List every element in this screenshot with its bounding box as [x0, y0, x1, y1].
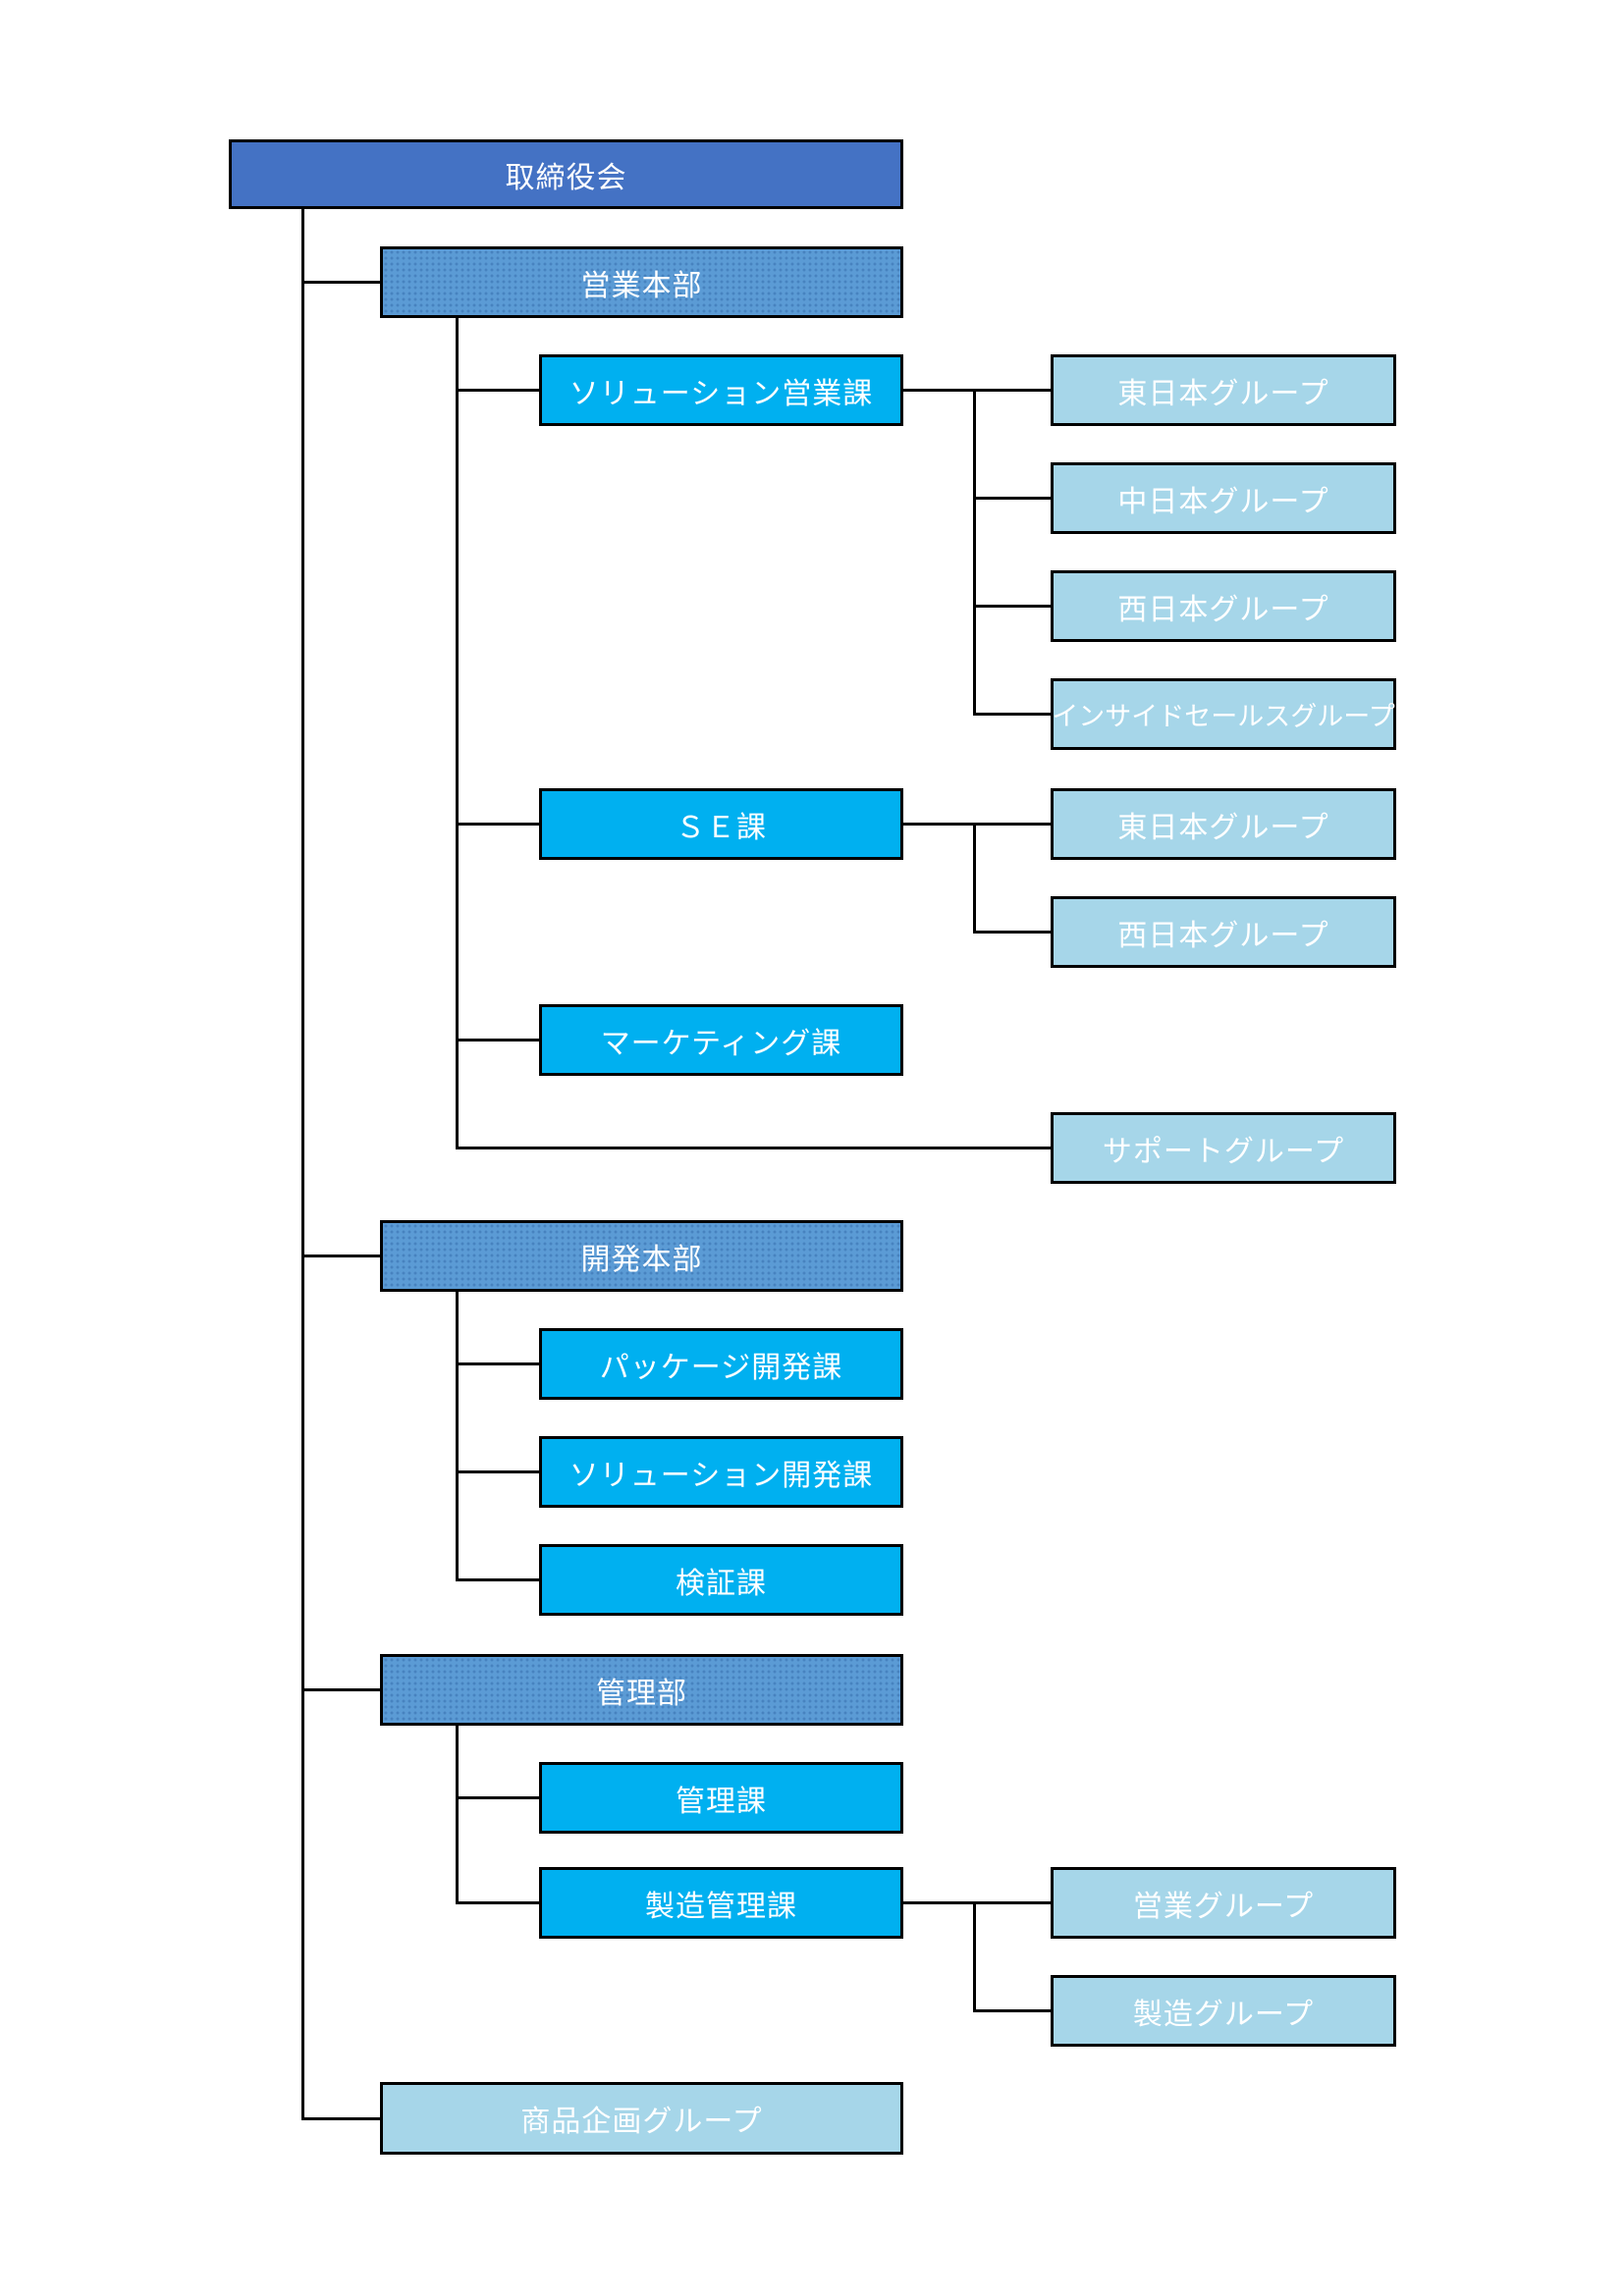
- connector-stub-se-section: [457, 823, 539, 826]
- connector-stub-admin-department: [302, 1688, 380, 1691]
- org-box-solution-sales: ソリューション営業課: [539, 354, 903, 426]
- connector-stub-central-japan: [974, 497, 1051, 500]
- org-box-mfg-group: 製造グループ: [1051, 1975, 1396, 2047]
- org-box-west-japan-group-b: 西日本グループ: [1051, 896, 1396, 968]
- connector-stub-verification: [457, 1578, 539, 1581]
- connector-stub-sales-division: [302, 281, 380, 284]
- connector-stub-inside-sales: [974, 713, 1051, 716]
- org-box-west-japan-group-a: 西日本グループ: [1051, 570, 1396, 642]
- connector-trunk-admin-department: [456, 1726, 459, 1904]
- connector-stub-package-dev: [457, 1362, 539, 1365]
- org-box-east-japan-group-b: 東日本グループ: [1051, 788, 1396, 860]
- connector-trunk-dev-division: [456, 1292, 459, 1581]
- connector-stub-solution-dev: [457, 1470, 539, 1473]
- org-box-solution-dev-section: ソリューション開発課: [539, 1436, 903, 1508]
- org-box-board: 取締役会: [229, 139, 903, 209]
- connector-stub-west-japan-b: [974, 931, 1051, 934]
- connector-stub-support-group: [457, 1147, 1051, 1149]
- connector-stub-west-japan-a: [974, 605, 1051, 608]
- connector-stub-product-planning: [302, 2117, 380, 2120]
- org-box-se-section: ＳＥ課: [539, 788, 903, 860]
- connector-se-to-east-japan-b: [903, 823, 1051, 826]
- connector-trunk-board: [301, 209, 304, 2120]
- org-box-marketing-section: マーケティング課: [539, 1004, 903, 1076]
- connector-trunk-mfg-groups: [973, 1901, 976, 2012]
- connector-trunk-sales-division: [456, 318, 459, 1149]
- connector-solution-sales-to-east-japan-a: [903, 389, 1051, 392]
- org-box-admin-department: 管理部: [380, 1654, 903, 1726]
- connector-stub-admin-section: [457, 1796, 539, 1799]
- org-box-sales-group: 営業グループ: [1051, 1867, 1396, 1939]
- connector-trunk-se-groups: [973, 823, 976, 934]
- connector-stub-marketing: [457, 1039, 539, 1041]
- org-box-central-japan-group: 中日本グループ: [1051, 462, 1396, 534]
- org-box-support-group: サポートグループ: [1051, 1112, 1396, 1184]
- connector-stub-dev-division: [302, 1255, 380, 1257]
- org-box-mfg-mgmt-section: 製造管理課: [539, 1867, 903, 1939]
- org-box-verification-section: 検証課: [539, 1544, 903, 1616]
- connector-stub-solution-sales: [457, 389, 539, 392]
- org-box-inside-sales-group: インサイドセールスグループ: [1051, 678, 1396, 750]
- connector-trunk-solution-sales-groups: [973, 389, 976, 716]
- org-box-east-japan-group-a: 東日本グループ: [1051, 354, 1396, 426]
- connector-mfg-mgmt-to-sales-group: [903, 1901, 1051, 1904]
- connector-stub-mfg-group: [974, 2009, 1051, 2012]
- org-box-admin-section: 管理課: [539, 1762, 903, 1834]
- org-box-package-dev-section: パッケージ開発課: [539, 1328, 903, 1400]
- org-box-dev-division: 開発本部: [380, 1220, 903, 1292]
- connector-stub-mfg-mgmt-section: [457, 1901, 539, 1904]
- org-box-product-planning-group: 商品企画グループ: [380, 2082, 903, 2155]
- org-box-sales-division: 営業本部: [380, 246, 903, 318]
